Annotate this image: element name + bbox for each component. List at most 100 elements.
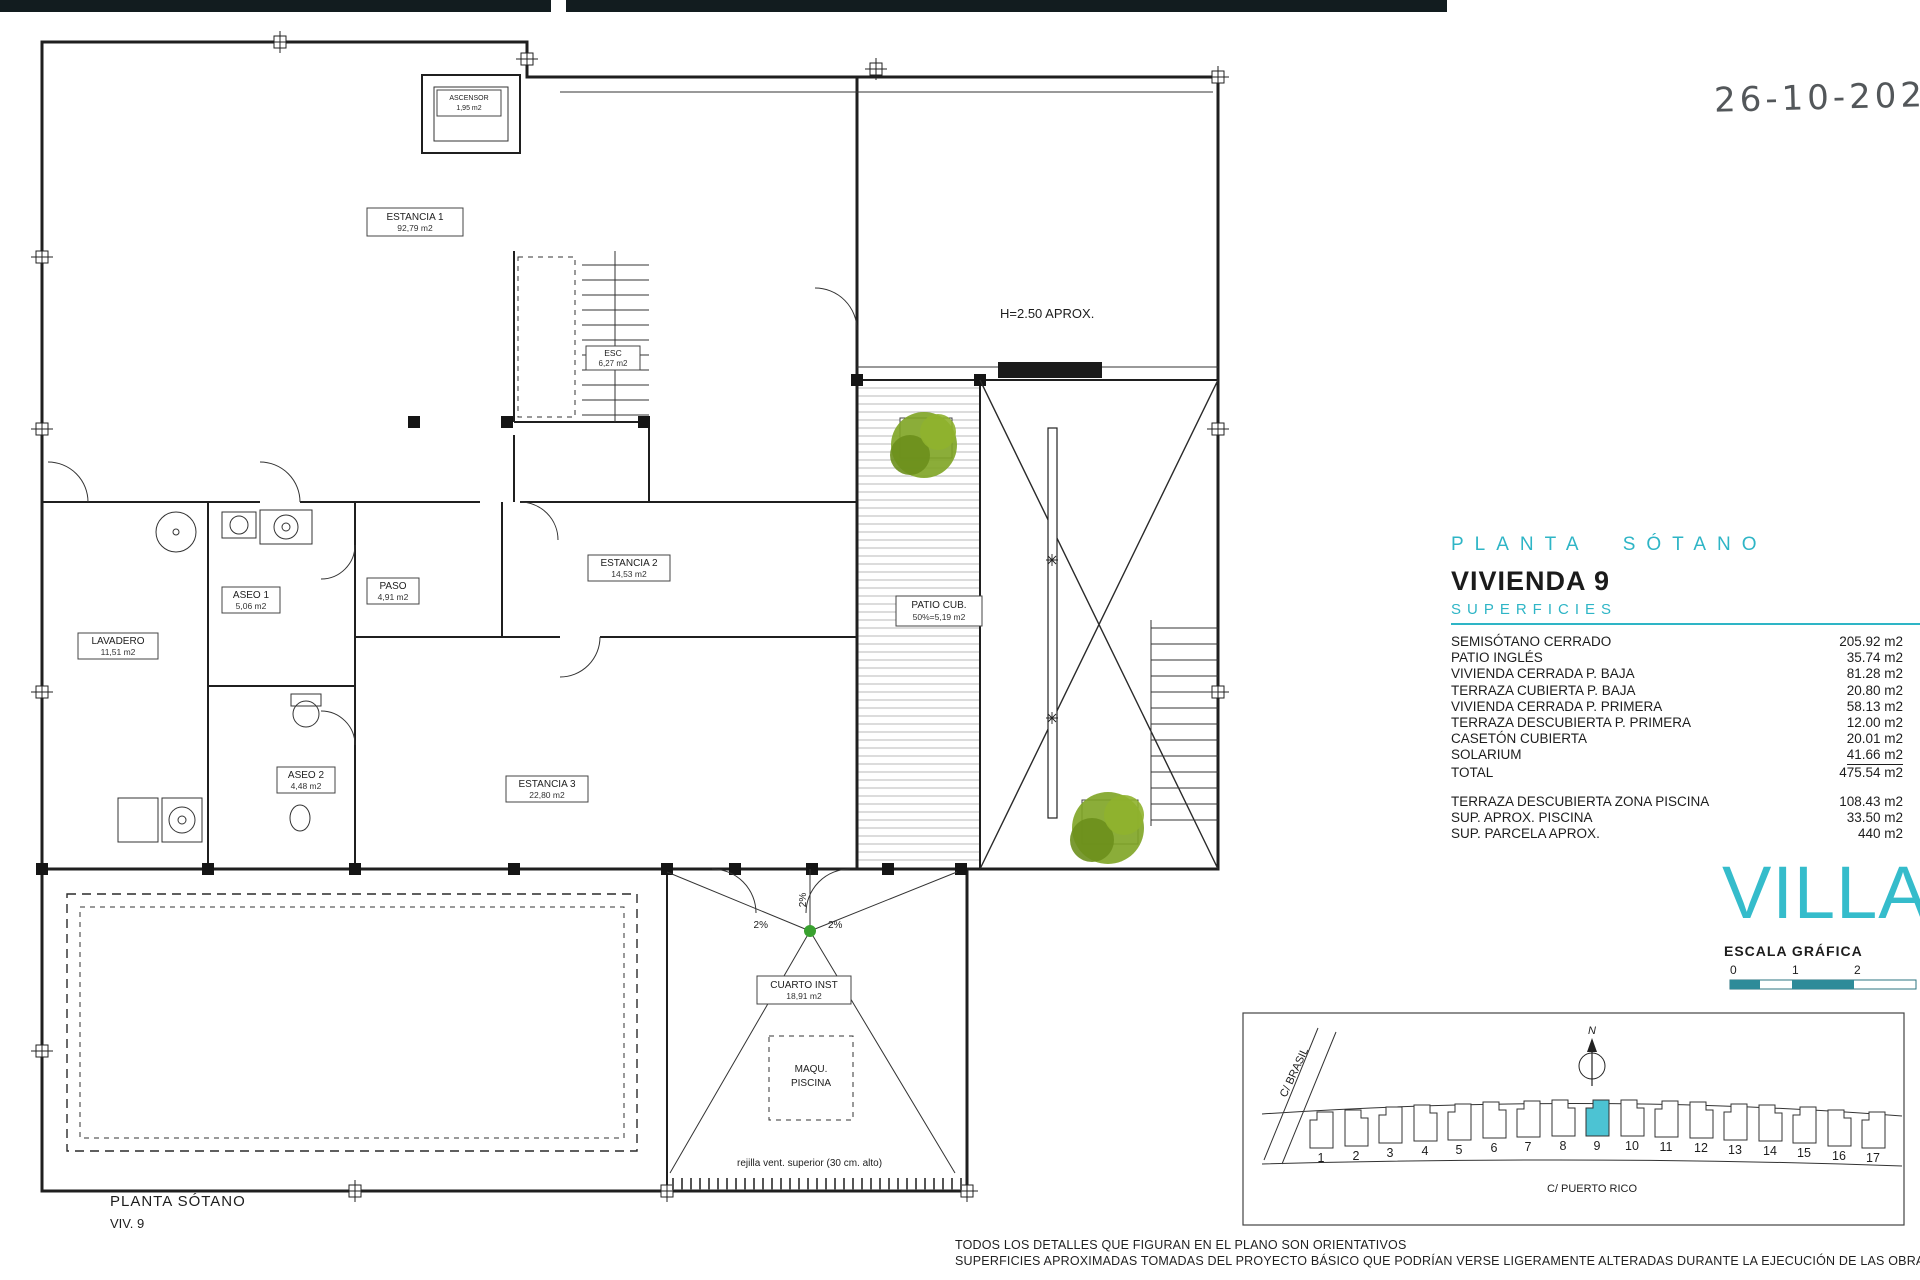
surface-label: VIVIENDA CERRADA P. PRIMERA [1451,698,1663,714]
svg-text:14: 14 [1763,1144,1777,1158]
surface-value: 475.54 m2 [1839,764,1903,780]
footer-line-1: TODOS LOS DETALLES QUE FIGURAN EN EL PLA… [955,1238,1407,1252]
room-label-patio-cub: PATIO CUB. 50%=5,19 m2 [895,595,983,627]
fixtures [117,509,322,843]
superficies-heading: SUPERFICIES [1451,601,1618,618]
svg-text:CUARTO INST: CUARTO INST [770,980,837,991]
slope-label-top: 2% [798,893,809,908]
svg-text:PISCINA: PISCINA [791,1078,831,1089]
surface-label: TERRAZA DESCUBIERTA ZONA PISCINA [1451,793,1710,809]
svg-text:92,79 m2: 92,79 m2 [397,223,433,233]
surface-label: SEMISÓTANO CERRADO [1451,634,1612,649]
svg-text:5,06 m2: 5,06 m2 [236,601,267,611]
footer-line-2: SUPERFICIES APROXIMADAS TOMADAS DEL PROY… [955,1253,1920,1268]
pool [66,893,638,1152]
svg-text:ESTANCIA 3: ESTANCIA 3 [518,779,575,790]
room-label-lavadero: LAVADERO 11,51 m2 [77,632,159,660]
room-label-maqu-piscina: MAQU. PISCINA [768,1035,854,1121]
room-label-estancia3: ESTANCIA 3 22,80 m2 [505,775,589,803]
svg-text:22,80 m2: 22,80 m2 [529,790,565,800]
plot-10: 10 [1620,1099,1645,1153]
svg-text:ESTANCIA 1: ESTANCIA 1 [386,212,443,223]
room-label-ascensor: ASCENSOR [449,95,488,102]
room-label-estancia2: ESTANCIA 2 14,53 m2 [587,554,671,582]
vent-grille: rejilla vent. superior (30 cm. alto) [672,1158,962,1190]
deck-stairs [1150,620,1218,826]
tree-icon [890,412,957,478]
vent-symbol [1046,712,1058,724]
interior-walls [42,251,1218,1191]
surface-value: 35.74 m2 [1846,650,1903,666]
svg-text:50%=5,19 m2: 50%=5,19 m2 [913,612,966,622]
svg-text:6,27 m2: 6,27 m2 [599,359,628,368]
svg-text:2: 2 [1353,1149,1360,1163]
svg-text:MAQU.: MAQU. [795,1064,828,1075]
top-border-bar [566,0,1447,12]
villa-title: VILLA 9 [1722,851,1920,934]
plot-16: 16 [1827,1109,1852,1163]
svg-text:14,53 m2: 14,53 m2 [611,569,647,579]
svg-text:5: 5 [1456,1143,1463,1157]
scale-tick-1: 1 [1792,963,1799,977]
surface-value: 58.13 m2 [1846,698,1903,714]
vivienda-title: VIVIENDA 9 [1451,566,1611,596]
svg-text:9: 9 [1594,1139,1601,1153]
toilet-icon [292,700,320,728]
plot-13: 13 [1723,1103,1748,1157]
surface-row: SUP. PARCELA APROX.440 m2 [1451,826,1903,842]
slope-label-left: 2% [754,920,769,931]
surface-value: 20.01 m2 [1846,731,1903,747]
plot-1: 1 [1309,1111,1334,1165]
surface-row: VIVIENDA CERRADA P. PRIMERA 58.13 m2 [1451,699,1903,715]
north-arrow-icon: N [1578,1025,1606,1086]
slope-drainage: 2% 2% 2% 2% [666,869,958,1174]
scale-bar-segment [1792,980,1854,989]
room-label-cuarto-inst: CUARTO INST 18,91 m2 [756,975,852,1005]
surface-value-solarium: 41.66 m2 [1846,747,1903,765]
plot-14: 14 [1758,1104,1783,1158]
surface-value: 440 m2 [1857,826,1903,842]
plot-11: 11 [1654,1100,1679,1154]
room-label-aseo1: ASEO 1 5,06 m2 [221,586,281,614]
slope-label-right: 2% [828,920,843,931]
svg-text:1: 1 [1318,1151,1325,1165]
plot-3: 3 [1378,1106,1403,1160]
svg-text:PASO: PASO [379,581,406,592]
scale-tick-2: 2 [1854,963,1861,977]
svg-text:18,91 m2: 18,91 m2 [786,991,822,1001]
surface-value: 108.43 m2 [1839,793,1903,809]
north-label: N [1588,1025,1596,1037]
footer-disclaimer: TODOS LOS DETALLES QUE FIGURAN EN EL PLA… [955,1238,1920,1269]
planta-sotano-heading: PLANTA SÓTANO [1451,534,1768,555]
svg-text:8: 8 [1560,1139,1567,1153]
superficies-rule [1451,623,1920,625]
deck-area [979,379,1219,870]
svg-text:4: 4 [1422,1144,1429,1158]
svg-text:17: 17 [1866,1151,1880,1165]
surface-label: SOLARIUM [1451,747,1522,763]
scale-bar-segment [1730,980,1760,989]
date-note: 26-10-202 [1713,75,1920,121]
room-label-esc: ESC 6,27 m2 [585,345,641,371]
water-heater-icon [155,511,197,553]
floor-plan: ASCENSOR 1,95 m2 [30,30,1230,1231]
svg-text:11: 11 [1660,1140,1673,1154]
surface-label: CASETÓN CUBIERTA [1451,731,1588,747]
svg-text:15: 15 [1797,1146,1811,1160]
svg-text:6: 6 [1491,1141,1498,1155]
height-note: H=2.50 APROX. [1000,306,1094,321]
surface-label: TOTAL [1451,764,1494,780]
graphic-scale: ESCALA GRÁFICA 0 1 2 [1724,943,1917,990]
surface-row: CASETÓN CUBIERTA 20.01 m2 [1451,731,1903,747]
plot-5: 5 [1447,1103,1472,1157]
wall-inner-lines [560,91,1218,368]
plot-8: 8 [1551,1099,1576,1153]
room-area-ascensor: 1,95 m2 [456,105,481,112]
lintel-block [998,362,1102,378]
surface-value: 81.28 m2 [1846,666,1903,682]
